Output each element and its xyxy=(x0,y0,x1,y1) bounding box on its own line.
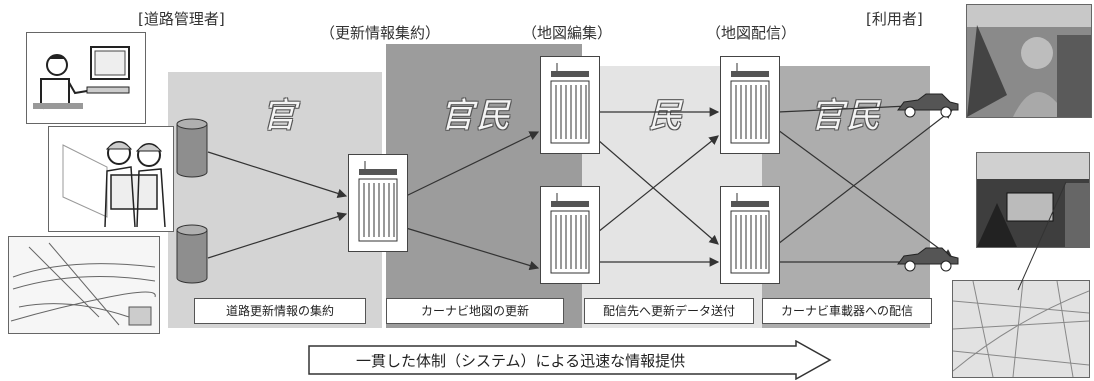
zone-gov xyxy=(168,72,382,328)
navigation-map-photo xyxy=(952,280,1090,378)
car-icon xyxy=(897,93,959,118)
server-icon-delivery-2 xyxy=(720,186,780,284)
zone-label-gov: 官 xyxy=(262,96,298,136)
car-interior-photo xyxy=(976,152,1090,248)
header-map-edit: （地図編集） xyxy=(522,24,613,42)
database-icon xyxy=(176,224,208,284)
car-icon xyxy=(897,247,959,272)
server-icon-edit-1 xyxy=(540,56,600,154)
server-icon-collect xyxy=(348,154,408,252)
database-icon xyxy=(176,118,208,178)
admin-computer-illustration xyxy=(26,32,146,124)
road-map-sketch xyxy=(8,236,160,334)
server-icon-delivery-1 xyxy=(720,56,780,154)
header-map-delivery: （地図配信） xyxy=(706,24,797,42)
header-update-collect: （更新情報集約） xyxy=(320,24,441,42)
zone-label-gov-private-2: 官民 xyxy=(810,96,882,136)
zone-label-gov-private-1: 官民 xyxy=(440,96,512,136)
caption-delivery: カーナビ車載器への配信 xyxy=(762,298,932,324)
banner-text: 一貫した体制（システム）による迅速な情報提供 xyxy=(356,352,686,370)
caption-map-update: カーナビ地図の更新 xyxy=(386,298,564,324)
zone-label-private: 民 xyxy=(648,96,684,136)
server-icon-edit-2 xyxy=(540,186,600,284)
banner-arrow xyxy=(308,340,832,380)
workers-illustration xyxy=(48,126,174,232)
header-road-admin: [道路管理者] xyxy=(138,10,225,28)
header-users: [利用者] xyxy=(866,10,923,28)
caption-update-collect: 道路更新情報の集約 xyxy=(194,298,366,324)
caption-send-update: 配信先へ更新データ送付 xyxy=(584,298,754,324)
driver-photo xyxy=(966,4,1092,118)
